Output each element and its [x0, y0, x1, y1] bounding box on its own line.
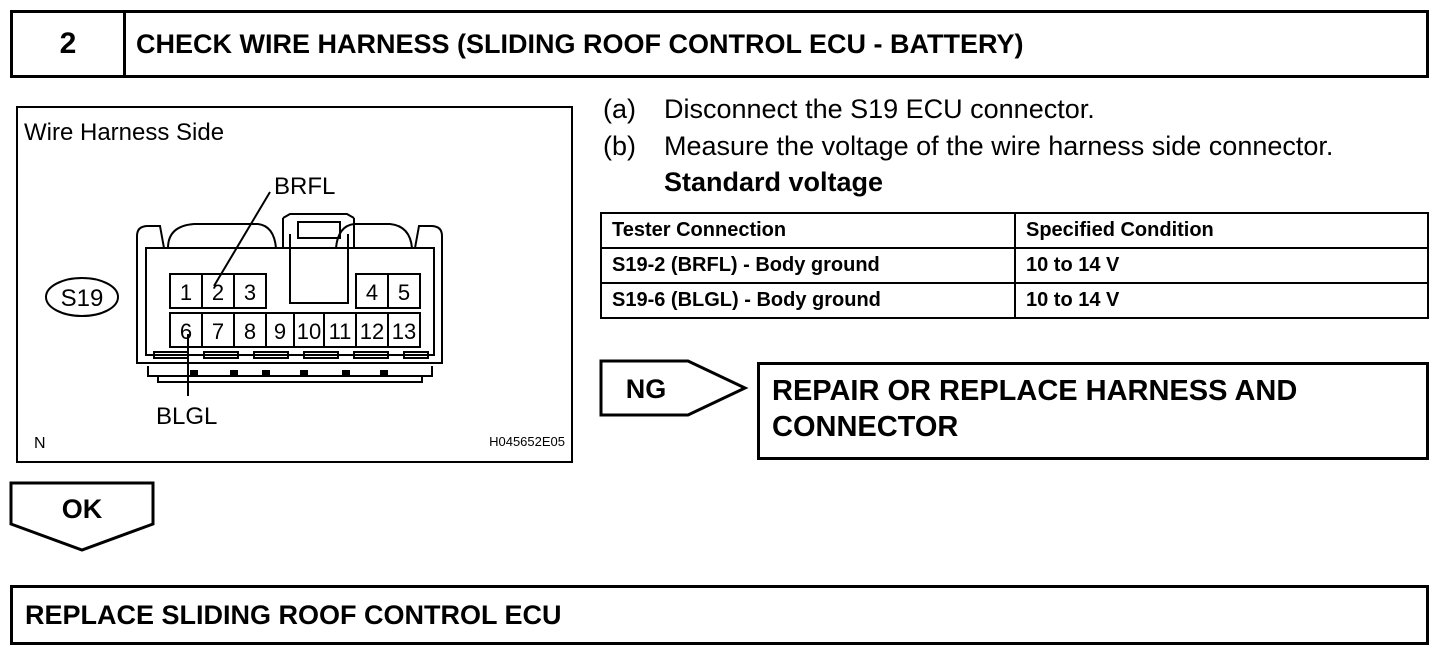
ok-label: OK — [62, 494, 103, 524]
connector-id-oval — [45, 277, 119, 317]
pin-9: 9 — [274, 319, 286, 344]
spec-table: Tester Connection Specified Condition S1… — [600, 212, 1429, 319]
ng-label: NG — [626, 374, 667, 404]
step-number: 2 — [13, 13, 126, 75]
connector-id: S19 — [61, 285, 104, 312]
leader-line-brfl — [213, 191, 271, 287]
table-cell: 10 to 14 V — [1014, 282, 1429, 319]
table-header-cell: Specified Condition — [1014, 212, 1429, 249]
figure-caption: Wire Harness Side — [24, 119, 224, 146]
next-step-text: REPLACE SLIDING ROOF CONTROL ECU — [25, 599, 562, 630]
table-cell: S19-2 (BRFL) - Body ground — [600, 247, 1016, 284]
table-row: S19-6 (BLGL) - Body ground 10 to 14 V — [600, 282, 1429, 319]
pin-10: 10 — [297, 319, 321, 344]
pin-7: 7 — [212, 319, 224, 344]
pin-13: 13 — [392, 319, 416, 344]
pin-11: 11 — [329, 319, 352, 344]
pin-8: 8 — [244, 319, 256, 344]
step-title: CHECK WIRE HARNESS (SLIDING ROOF CONTROL… — [136, 28, 1024, 59]
ng-result-box: REPAIR OR REPLACE HARNESS AND CONNECTOR — [757, 362, 1429, 460]
instruction-a-marker: (a) — [603, 94, 636, 124]
pin-5: 5 — [398, 280, 410, 305]
connector-diagram: Wire Harness Side BRFL BLGL N H045652E05… — [24, 119, 565, 452]
pin-2: 2 — [212, 280, 224, 305]
corner-mark: N — [34, 435, 46, 452]
pin-4: 4 — [366, 280, 378, 305]
label-brfl: BRFL — [274, 173, 335, 200]
standard-voltage-heading: Standard voltage — [664, 167, 884, 197]
instruction-b-text: Measure the voltage of the wire harness … — [664, 131, 1334, 161]
connector-housing — [136, 213, 443, 383]
label-blgl: BLGL — [156, 403, 217, 430]
pin-6: 6 — [180, 319, 192, 344]
step-header: 2 CHECK WIRE HARNESS (SLIDING ROOF CONTR… — [10, 10, 1429, 78]
instruction-b-marker: (b) — [603, 131, 636, 161]
pin-12: 12 — [360, 319, 384, 344]
ng-arrow: NG — [599, 359, 749, 417]
instruction-a-text: Disconnect the S19 ECU connector. — [664, 94, 1095, 124]
figure-code: H045652E05 — [489, 434, 565, 449]
next-step-box: REPLACE SLIDING ROOF CONTROL ECU — [10, 585, 1429, 645]
pin-grid — [169, 273, 421, 348]
table-header-cell: Tester Connection — [600, 212, 1016, 249]
pin-1: 1 — [180, 280, 192, 305]
table-cell: S19-6 (BLGL) - Body ground — [600, 282, 1016, 319]
table-row: S19-2 (BRFL) - Body ground 10 to 14 V — [600, 247, 1429, 284]
ng-result-text: REPAIR OR REPLACE HARNESS AND CONNECTOR — [772, 375, 1298, 443]
pin-3: 3 — [244, 280, 256, 305]
table-header-row: Tester Connection Specified Condition — [600, 212, 1429, 249]
table-cell: 10 to 14 V — [1014, 247, 1429, 284]
connector-bottom-marks — [190, 370, 388, 376]
connector-figure: Wire Harness Side BRFL BLGL N H045652E05… — [16, 106, 573, 463]
ok-arrow: OK — [9, 481, 155, 552]
